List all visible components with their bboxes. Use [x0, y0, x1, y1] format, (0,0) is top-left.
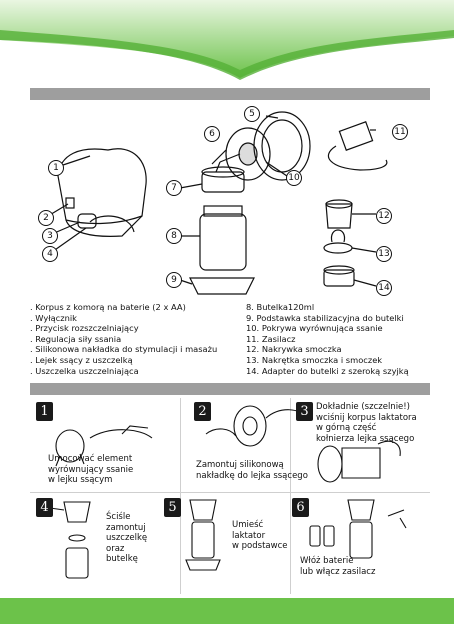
grid-divider	[30, 492, 430, 493]
callout-13: 13	[376, 246, 392, 262]
parts-item: 9. Podstawka stabilizacyjna do butelki	[246, 312, 404, 323]
parts-item: 8. Butelka120ml	[246, 302, 315, 312]
step-badge-1: 1	[36, 402, 53, 421]
parts-item: . Przycisk rozszczelniający	[30, 323, 139, 334]
callout-12: 12	[376, 208, 392, 224]
step-text-6: Włóż baterie lub włącz zasilacz	[300, 556, 376, 577]
parts-item: . Wyłącznik	[30, 312, 77, 323]
header-wave	[0, 0, 454, 80]
parts-item: . Lejek ssący z uszczelką	[30, 354, 133, 365]
callout-11: 11	[392, 124, 408, 140]
callout-6: 6	[204, 126, 220, 142]
steps-illustrations	[49, 405, 407, 579]
callout-7: 7	[166, 180, 182, 196]
callout-3: 3	[42, 228, 58, 244]
section-bar-parts	[30, 88, 430, 100]
callout-5: 5	[244, 106, 260, 122]
parts-list-left: . Korpus z komorą na baterie (2 x AA) . …	[30, 302, 217, 376]
step-badge-2: 2	[194, 402, 211, 421]
callout-14: 14	[376, 280, 392, 296]
callout-9: 9	[166, 272, 182, 288]
step-badge-3: 3	[296, 402, 313, 421]
step-text-2: Zamontuj silikonową nakładkę do lejka ss…	[196, 460, 308, 481]
callout-4: 4	[42, 246, 58, 262]
step-text-3: Dokładnie (szczelnie!) wciśnij korpus la…	[316, 402, 417, 444]
step-badge-4: 4	[36, 498, 53, 517]
parts-item: . Korpus z komorą na baterie (2 x AA)	[30, 302, 186, 312]
parts-item: 11. Zasilacz	[246, 333, 296, 344]
callout-8: 8	[166, 228, 182, 244]
parts-item: 14. Adapter do butelki z szeroką szyjką	[246, 365, 409, 376]
parts-list-right: 8. Butelka120ml 9. Podstawka stabilizacy…	[246, 302, 409, 376]
callout-10: 10	[286, 170, 302, 186]
callout-2: 2	[38, 210, 54, 226]
step-badge-5: 5	[164, 498, 181, 517]
step-text-1: Umocować element wyrównujący ssanie w le…	[48, 454, 134, 485]
callout-1: 1	[48, 160, 64, 176]
parts-item: . Regulacja siły ssania	[30, 333, 122, 344]
parts-item: . Silikonowa nakładka do stymulacji i ma…	[30, 344, 218, 355]
parts-item: 10. Pokrywa wyrównująca ssanie	[246, 323, 383, 334]
grid-divider	[180, 398, 181, 594]
parts-diagram	[47, 111, 388, 295]
parts-item: 12. Nakrywka smoczka	[246, 344, 342, 355]
parts-item: . Uszczelka uszczelniająca	[30, 365, 139, 376]
step-text-4: Ściśle zamontuj uszczelkę oraz butelkę	[106, 512, 148, 564]
parts-item: 13. Nakrętka smoczka i smoczek	[246, 354, 383, 365]
step-text-5: Umieść laktator w podstawce	[232, 520, 288, 551]
footer-bar	[0, 598, 454, 624]
grid-divider	[290, 398, 291, 594]
section-bar-steps	[30, 383, 430, 395]
step-badge-6: 6	[292, 498, 309, 517]
